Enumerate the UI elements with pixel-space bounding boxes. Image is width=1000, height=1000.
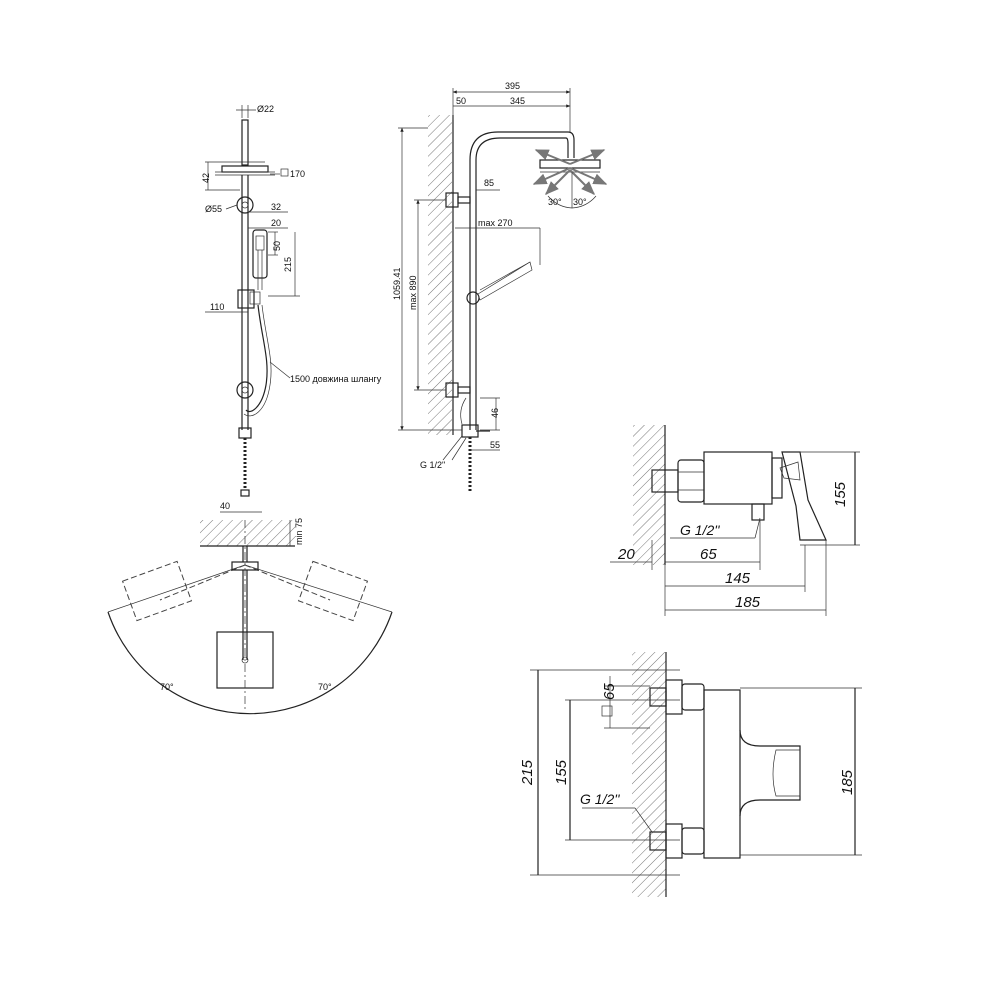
dim-40: 40 bbox=[220, 501, 230, 511]
square-symbol-mixer bbox=[601, 705, 613, 717]
mixer-thread: G 1/2'' bbox=[680, 522, 721, 538]
dim-min75: min 75 bbox=[294, 518, 304, 545]
dim-215: 215 bbox=[519, 759, 536, 786]
square-symbol bbox=[280, 168, 289, 177]
dim-20: 20 bbox=[271, 218, 281, 228]
dim-total-height: 1059.41 bbox=[392, 267, 402, 300]
dim-215: 215 bbox=[283, 257, 293, 272]
thread-label: G 1/2" bbox=[420, 460, 445, 470]
dim-110: 110 bbox=[210, 302, 224, 312]
dim-pipe-dia: Ø22 bbox=[257, 104, 274, 114]
dim-max890: max 890 bbox=[408, 275, 418, 310]
side-view: 30° 30° 395 50 345 85 max 270 10 bbox=[392, 81, 608, 492]
mixer-front-view: 215 155 65 G 1/2'' 185 bbox=[519, 652, 862, 897]
dim-32: 32 bbox=[271, 202, 281, 212]
dim-145: 145 bbox=[725, 570, 751, 587]
dim-50-top: 50 bbox=[456, 96, 466, 106]
top-view: 40 min 75 70° 70° bbox=[107, 501, 393, 715]
dim-155: 155 bbox=[553, 759, 570, 785]
dim-bracket-dia: Ø55 bbox=[205, 204, 222, 214]
angle-right: 30° bbox=[573, 197, 587, 207]
dim-46: 46 bbox=[490, 408, 500, 418]
hose-note: 1500 довжина шлангу bbox=[290, 374, 382, 384]
wall-hatch-mixer-side bbox=[633, 425, 665, 565]
dim-65: 65 bbox=[700, 546, 717, 563]
wall-hatch bbox=[428, 115, 452, 435]
angle-right-70: 70° bbox=[318, 682, 332, 692]
wall-hatch-mixer-front bbox=[632, 652, 666, 897]
dim-85: 85 bbox=[484, 178, 494, 188]
wall-hatch-top bbox=[200, 520, 295, 546]
dim-20: 20 bbox=[617, 546, 635, 563]
dim-max270: max 270 bbox=[478, 218, 513, 228]
dim-head-square: 170 bbox=[290, 169, 305, 179]
angle-left-70: 70° bbox=[160, 682, 174, 692]
dim-55: 55 bbox=[490, 440, 500, 450]
dim-155: 155 bbox=[832, 481, 849, 507]
angle-left: 30° bbox=[548, 197, 562, 207]
mixer-front-thread: G 1/2'' bbox=[580, 791, 621, 807]
dim-185: 185 bbox=[839, 769, 856, 795]
front-view: Ø22 42 170 Ø55 32 20 50 215 110 1500 дов… bbox=[201, 104, 382, 497]
dim-185: 185 bbox=[735, 594, 761, 611]
dim-50: 50 bbox=[272, 241, 282, 251]
mixer-side-view: 155 G 1/2'' 20 65 145 185 bbox=[610, 425, 860, 616]
dim-head-height: 42 bbox=[201, 173, 211, 183]
dim-395: 395 bbox=[505, 81, 520, 91]
dim-345: 345 bbox=[510, 96, 525, 106]
dim-sq65: 65 bbox=[601, 683, 618, 700]
